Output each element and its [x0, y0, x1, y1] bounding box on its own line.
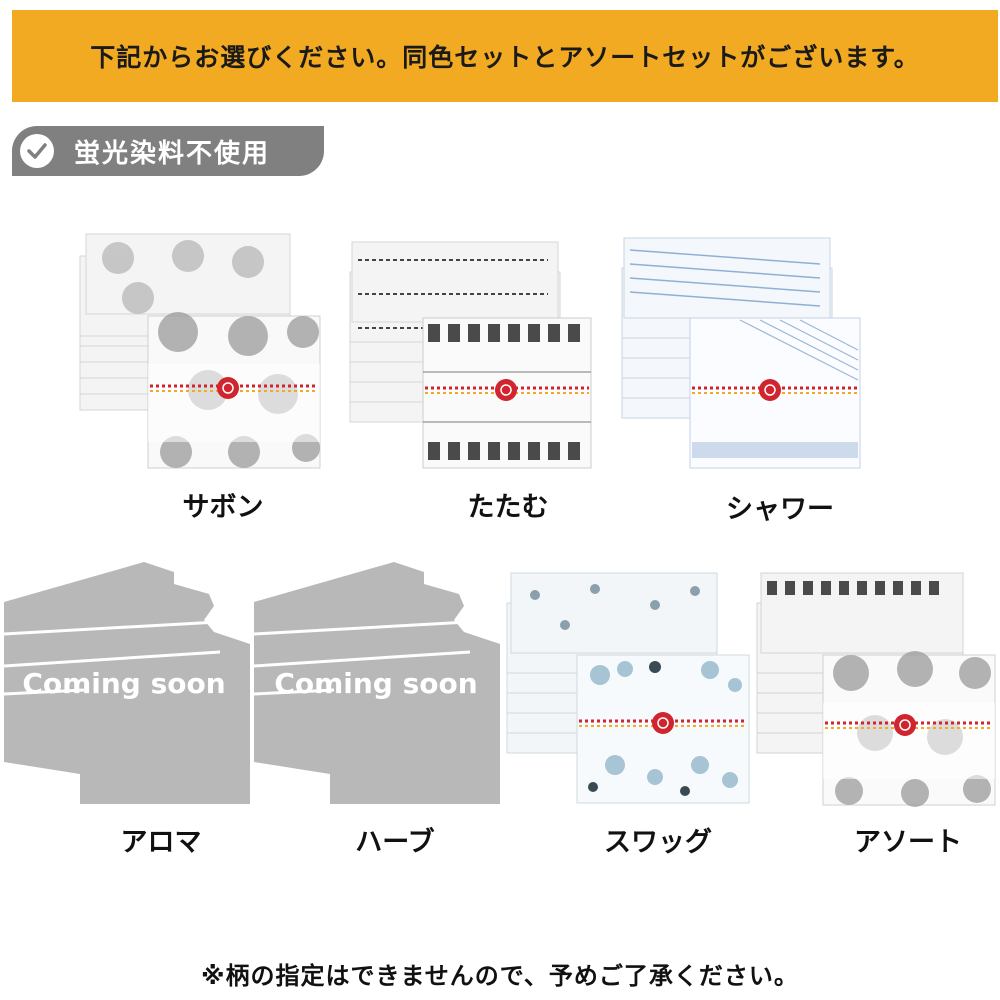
coming-soon-text: Coming soon	[274, 667, 478, 700]
product-image-swag	[506, 572, 750, 804]
coming-soon-text: Coming soon	[22, 667, 226, 700]
product-shower[interactable]	[620, 230, 870, 480]
footer-note: ※柄の指定はできませんので、予めご了承ください。	[201, 962, 799, 990]
product-sabon[interactable]	[78, 228, 328, 478]
coming-soon-placeholder-image	[4, 562, 250, 804]
product-herb[interactable]: Coming soon	[254, 562, 500, 808]
product-label-assort: アソート	[854, 827, 962, 858]
product-label-swag: スワッグ	[604, 827, 712, 858]
badge-text: 蛍光染料不使用	[74, 138, 271, 169]
product-tatamu[interactable]	[348, 232, 598, 480]
banner-text: 下記からお選びください。同色セットとアソートセットがございます。	[90, 43, 920, 72]
product-aroma[interactable]: Coming soon	[4, 562, 250, 808]
product-label-herb: ハーブ	[355, 827, 435, 858]
product-image-tatamu	[349, 241, 592, 469]
header-banner: 下記からお選びください。同色セットとアソートセットがございます。	[12, 10, 998, 102]
product-swag[interactable]	[505, 565, 755, 810]
product-image-assort	[756, 572, 996, 807]
product-image-shower	[621, 237, 861, 469]
product-label-sabon: サボン	[182, 492, 264, 523]
product-image-sabon	[79, 233, 321, 469]
product-label-tatamu: たたむ	[467, 492, 549, 523]
fluorescent-free-badge: 蛍光染料不使用	[12, 126, 324, 176]
product-assort[interactable]	[755, 565, 1000, 810]
coming-soon-placeholder-image	[254, 562, 500, 804]
product-label-aroma: アロマ	[120, 827, 202, 858]
checkmark-icon	[20, 134, 54, 168]
product-label-shower: シャワー	[726, 494, 834, 525]
